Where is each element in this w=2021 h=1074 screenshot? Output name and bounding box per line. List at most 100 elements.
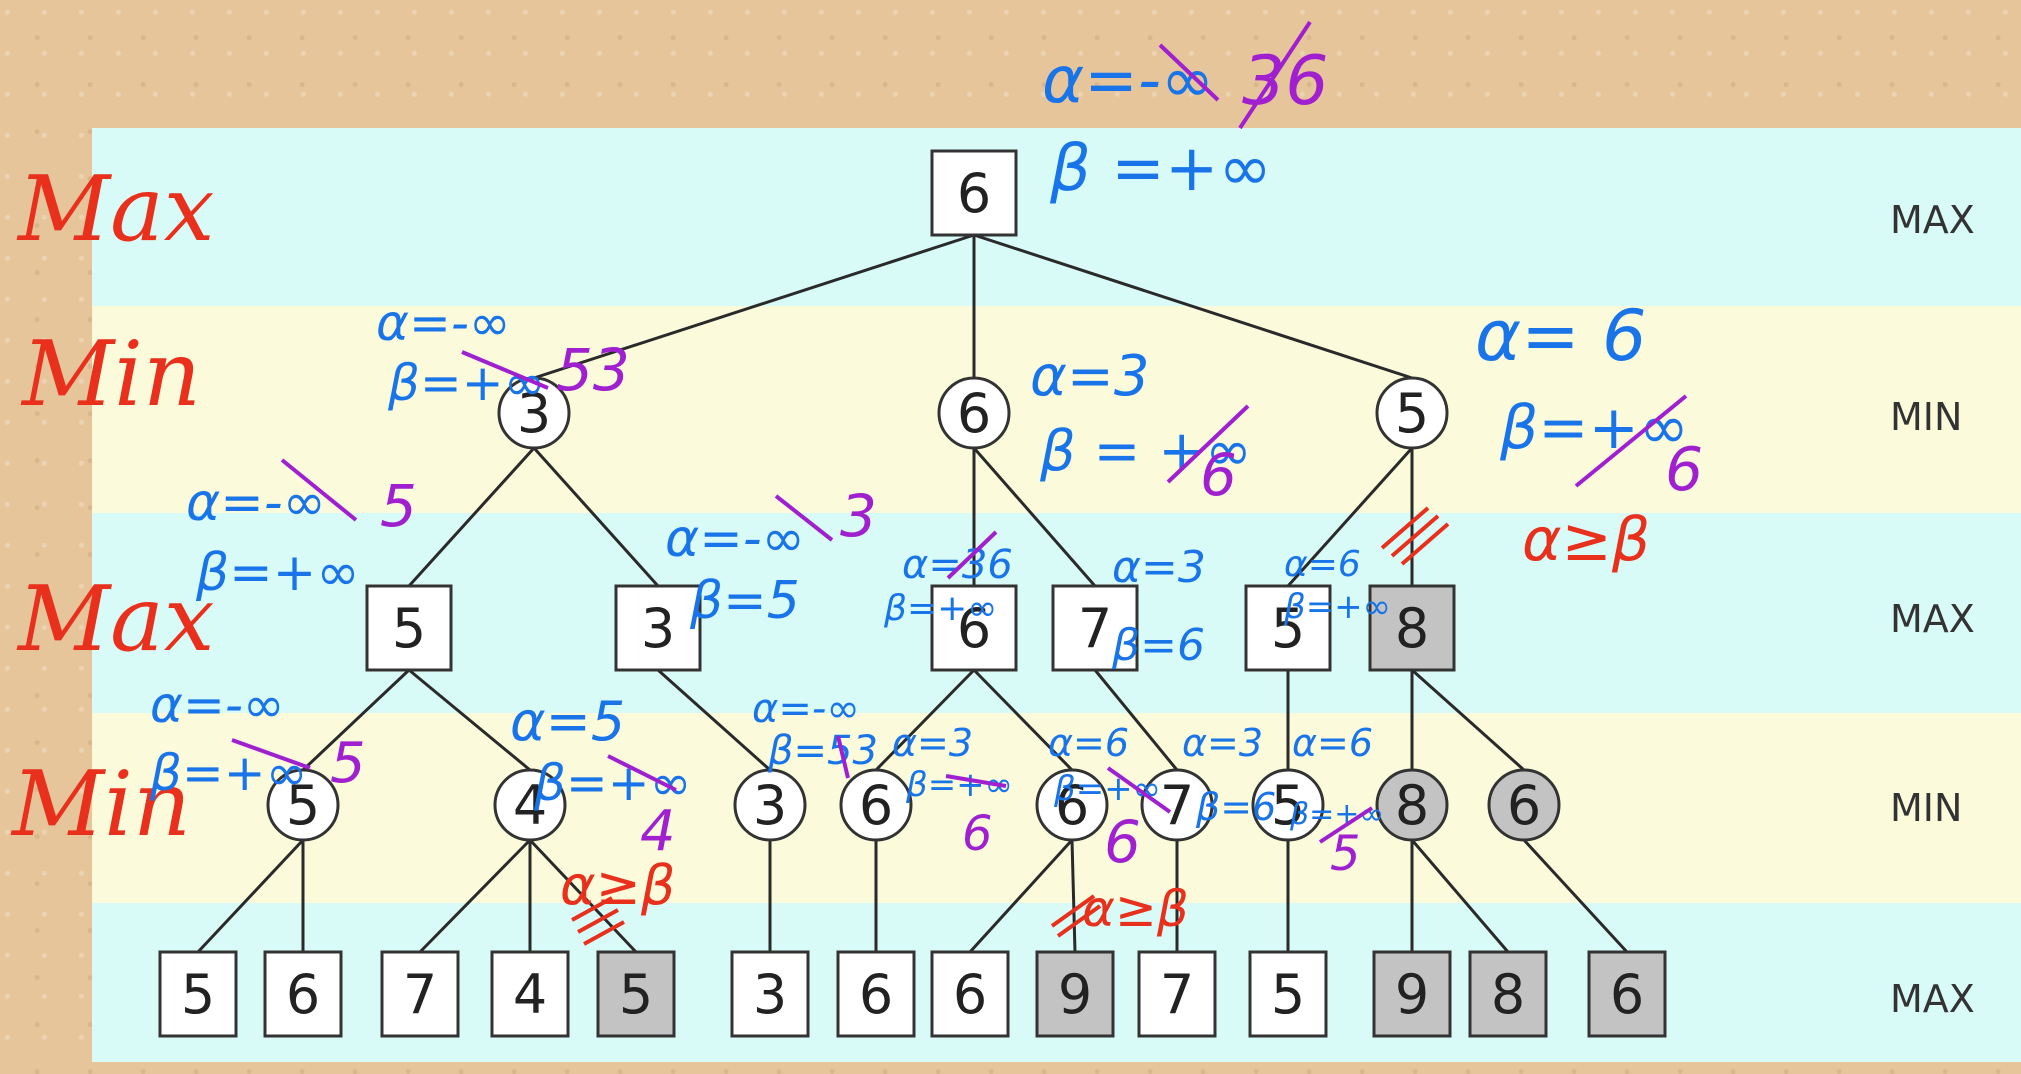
- annot-n7-beta: β=+∞: [1289, 797, 1384, 832]
- leaf-3: 7: [380, 950, 460, 1038]
- leaf-5-pruned: 5: [596, 950, 676, 1038]
- strike-m1-beta: [461, 350, 549, 390]
- annot-n2-beta-upd: 4: [640, 799, 676, 864]
- annot-root-alpha-upd: 36: [1242, 42, 1329, 121]
- leaf-11: 5: [1248, 950, 1328, 1038]
- annot-n1-alpha: α=-∞: [150, 676, 285, 734]
- annot-n6-beta: β=6: [1195, 785, 1276, 829]
- annot-a4-beta: β=6: [1111, 620, 1205, 671]
- node-max-a4: 7: [1051, 584, 1139, 672]
- strike-a1-alpha: [280, 458, 358, 522]
- annot-n5-cut: α≥β: [1082, 880, 1189, 938]
- annot-m3-alpha: α= 6: [1475, 295, 1647, 377]
- node-max-a6-pruned: 8: [1368, 584, 1456, 672]
- annot-m2-beta: β = +∞: [1039, 419, 1252, 484]
- leaf-7-value: 6: [859, 963, 893, 1026]
- node-max-a5-value: 5: [1271, 597, 1305, 660]
- strike-n3-beta: [836, 735, 850, 779]
- annot-n7-alpha: α=6: [1292, 721, 1373, 765]
- leaf-12-value: 9: [1395, 963, 1429, 1026]
- strike-n4-beta: [945, 774, 1007, 788]
- node-max-a5: 5: [1244, 584, 1332, 672]
- annot-n2-alpha: α=5: [510, 690, 625, 753]
- leaf-2: 6: [263, 950, 343, 1038]
- node-min-n3: 3: [733, 768, 807, 842]
- annot-root-beta: β =+∞: [1049, 132, 1272, 206]
- node-root: 6: [930, 149, 1018, 237]
- strike-m3-beta: [1574, 394, 1688, 488]
- tree-nodes: 6 3 6 5 5 3 6 7: [158, 149, 1667, 1038]
- annot-m3-beta: β=+∞: [1499, 393, 1689, 463]
- annot-a1-alpha: α=-∞: [186, 473, 326, 533]
- annot-a3-alpha: α=36: [902, 542, 1013, 588]
- leaf-13-pruned: 8: [1468, 950, 1548, 1038]
- annot-n5-alpha: α=6: [1048, 721, 1129, 765]
- node-min-2: 6: [937, 376, 1011, 450]
- band-max-0: [92, 128, 2021, 306]
- leaf-6-value: 3: [753, 963, 787, 1026]
- leaf-7: 6: [836, 950, 916, 1038]
- cut-mark-n2: [571, 896, 625, 946]
- leaf-10: 7: [1137, 950, 1217, 1038]
- node-min-1-value: 3: [517, 382, 551, 445]
- strike-n5-beta: [1106, 766, 1172, 814]
- node-max-a3-value: 6: [957, 597, 991, 660]
- annot-n5-beta: β=+∞: [1053, 769, 1161, 809]
- leaf-1: 5: [158, 950, 238, 1038]
- leaf-14-value: 6: [1610, 963, 1644, 1026]
- annot-a2-alpha: α=-∞: [665, 509, 805, 569]
- node-min-n1: 5: [266, 768, 340, 842]
- level-label-min-3: MIN: [1890, 786, 1962, 830]
- node-min-2-value: 6: [957, 382, 991, 445]
- node-min-n1-value: 5: [286, 774, 320, 837]
- leaf-11-value: 5: [1271, 963, 1305, 1026]
- annot-a3-beta: β=+∞: [883, 588, 997, 629]
- node-root-value: 6: [957, 162, 991, 225]
- level-label-max-2: MAX: [1890, 597, 1975, 641]
- annot-a1-alpha-upd: 5: [380, 472, 417, 540]
- level-label-max-0: MAX: [1890, 198, 1975, 242]
- leaf-10-value: 7: [1160, 963, 1194, 1026]
- node-min-n4-value: 6: [859, 774, 893, 837]
- node-min-n2-value: 4: [513, 774, 547, 837]
- node-min-3: 5: [1375, 376, 1449, 450]
- strike-n1-beta: [231, 738, 311, 770]
- annot-a4-alpha: α=3: [1112, 542, 1206, 593]
- leaf-3-value: 7: [403, 963, 437, 1026]
- node-min-n7-value: 5: [1271, 774, 1305, 837]
- annot-n3-beta: β=53: [767, 728, 878, 774]
- node-max-a1-value: 5: [392, 597, 426, 660]
- node-min-n3-value: 3: [753, 774, 787, 837]
- annot-m2-beta-upd: 6: [1200, 441, 1237, 509]
- leaf-8: 6: [930, 950, 1010, 1038]
- leaf-13-value: 8: [1491, 963, 1525, 1026]
- leaf-2-value: 6: [286, 963, 320, 1026]
- strike-n2-beta: [607, 754, 677, 792]
- leaf-12-pruned: 9: [1372, 950, 1452, 1038]
- node-min-n9-pruned: 6: [1487, 768, 1561, 842]
- annot-n1-beta: β=+∞: [149, 744, 307, 802]
- strike-a3-alpha: [946, 530, 998, 580]
- node-min-n7: 5: [1251, 768, 1325, 842]
- leaf-9-pruned: 9: [1035, 950, 1115, 1038]
- strike-m2-beta: [1166, 404, 1250, 484]
- annot-m2-alpha: α=3: [1030, 344, 1149, 409]
- annot-a1-beta: β=+∞: [195, 543, 360, 603]
- leaf-4: 4: [490, 950, 570, 1038]
- annot-n3-alpha: α=-∞: [752, 686, 860, 732]
- strike-root-3: [1238, 20, 1312, 130]
- node-min-1: 3: [497, 376, 571, 450]
- annot-n5-beta-upd: 6: [1104, 808, 1141, 876]
- band-min-1: [92, 306, 2021, 513]
- annot-a5-beta: β=+∞: [1283, 587, 1391, 627]
- hand-label-min-1: Min: [20, 322, 201, 427]
- leaf-14-pruned: 6: [1587, 950, 1667, 1038]
- annot-a2-alpha-upd: 3: [840, 482, 877, 550]
- cut-mark-m3: [1380, 506, 1450, 566]
- leaf-1-value: 5: [181, 963, 215, 1026]
- node-min-n6-value: 7: [1160, 774, 1194, 837]
- cut-mark-n5: [1050, 894, 1102, 938]
- node-max-a2-value: 3: [641, 597, 675, 660]
- annot-n4-alpha: α=3: [892, 721, 973, 765]
- node-min-n4: 6: [839, 768, 913, 842]
